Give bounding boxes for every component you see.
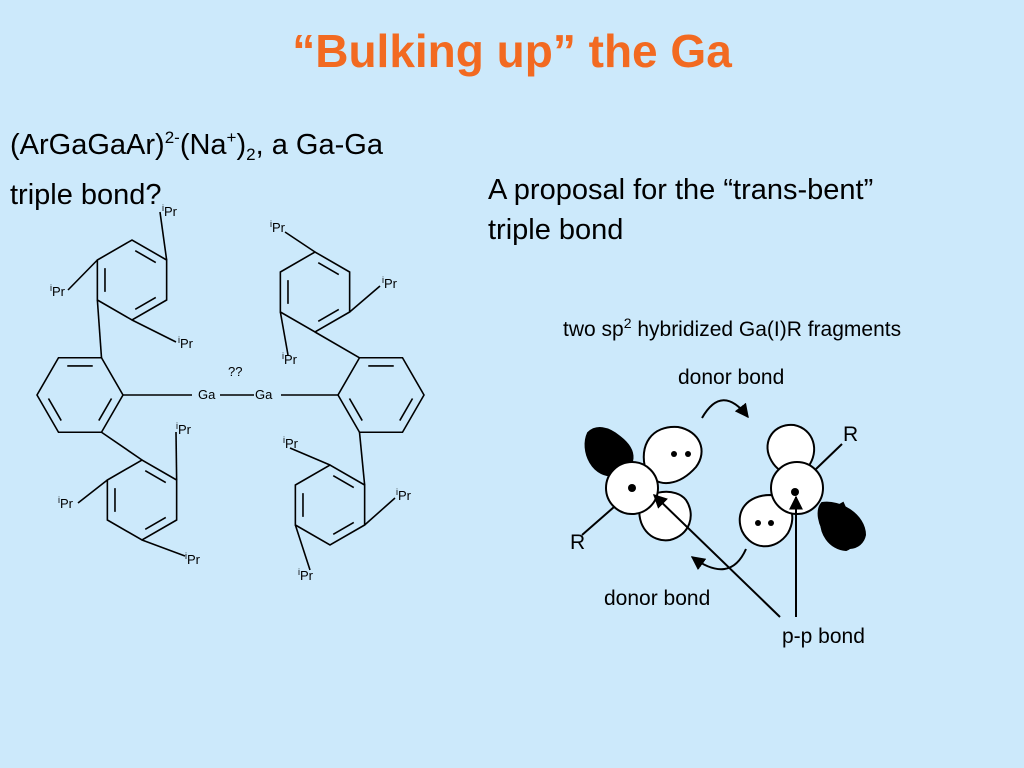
proposal-line-2: triple bond bbox=[488, 214, 624, 246]
left-lower-link bbox=[101, 431, 143, 461]
orbital-diagram: donor bond R R donor bond p-p bond bbox=[570, 366, 867, 648]
right-r-bond bbox=[815, 443, 843, 470]
left-upper-ortho2-ipr-bond bbox=[131, 319, 177, 343]
proposal-line-1: A proposal for the “trans-bent” bbox=[488, 174, 874, 206]
right-r-label: R bbox=[843, 423, 858, 446]
left-upper-ortho1-ipr-bond bbox=[67, 259, 98, 291]
ga-left-label: Ga bbox=[198, 387, 216, 402]
donor-bond-top-label: donor bond bbox=[678, 366, 784, 389]
left-upper-para-ipr: iPr bbox=[162, 203, 178, 219]
right-lower-para-ipr: iPr bbox=[298, 567, 314, 583]
donor-arrow-top bbox=[701, 399, 749, 419]
left-lower-para-ipr: iPr bbox=[185, 551, 201, 567]
right-upper-ortho1-ipr-bond bbox=[349, 285, 381, 313]
right-upper-para-ipr-bond bbox=[284, 231, 316, 253]
donor-arrow-bottom bbox=[690, 548, 747, 571]
left-lower-ortho2-ipr: iPr bbox=[58, 495, 74, 511]
left-upper-aryl-ring-double-bond bbox=[134, 296, 157, 311]
left-lower-aryl-ring bbox=[106, 459, 178, 541]
right-upper-para-ipr: iPr bbox=[270, 219, 286, 235]
right-upper-aryl-ring-double-bond bbox=[317, 261, 340, 276]
left-upper-aryl-ring-double-bond bbox=[134, 249, 157, 264]
formula-subscript: 2 bbox=[246, 145, 256, 164]
pp-arrow-left bbox=[652, 494, 781, 618]
formula-line-1: (ArGaGaAr)2-(Na+)2, a Ga-Ga bbox=[10, 118, 383, 175]
ga-right-label: Ga bbox=[255, 387, 273, 402]
formula-plus: + bbox=[226, 128, 237, 147]
right-lower-link bbox=[358, 432, 366, 486]
fragments-superscript: 2 bbox=[623, 315, 632, 331]
right-upper-link bbox=[314, 331, 360, 359]
left-ga-center-dot bbox=[628, 484, 636, 492]
left-lone-pair-dot-1 bbox=[671, 451, 677, 457]
right-upper-aryl-ring bbox=[279, 251, 351, 333]
left-r-label: R bbox=[570, 531, 585, 554]
right-lower-aryl-ring-double-bond bbox=[332, 474, 355, 489]
left-upper-link bbox=[96, 299, 103, 358]
left-upper-ortho2-ipr: iPr bbox=[178, 335, 194, 351]
right-ga-center-dot bbox=[791, 488, 799, 496]
molecule-bonds bbox=[36, 211, 425, 571]
right-lower-aryl-ring bbox=[294, 464, 366, 546]
fragments-caption: two sp2 hybridized Ga(I)R fragments bbox=[563, 315, 901, 342]
fragments-text-2: hybridized Ga(I)R fragments bbox=[631, 318, 902, 341]
left-lower-para-ipr-bond bbox=[141, 539, 186, 557]
donor-bond-bottom-label: donor bond bbox=[604, 587, 710, 610]
left-upper-aryl-ring bbox=[96, 239, 168, 321]
left-lower-ortho1-ipr: iPr bbox=[176, 421, 192, 437]
right-lower-ortho2-ipr: iPr bbox=[396, 487, 412, 503]
left-lower-ortho1-ipr-bond bbox=[175, 431, 178, 481]
left-central-ring-double-bond bbox=[98, 398, 113, 421]
left-r-bond bbox=[581, 506, 615, 536]
right-upper-ortho2-ipr: iPr bbox=[282, 351, 298, 367]
left-central-ring bbox=[36, 356, 124, 434]
left-lower-ortho2-ipr-bond bbox=[77, 479, 108, 504]
formula-text-4: , a Ga-Ga bbox=[255, 129, 383, 161]
proposal-heading: A proposal for the “trans-bent” triple b… bbox=[488, 170, 873, 250]
slide-title: “Bulking up” the Ga bbox=[292, 25, 732, 77]
right-central-ring-double-bond bbox=[348, 398, 363, 421]
left-lower-aryl-ring-double-bond bbox=[144, 469, 167, 484]
formula-charge: 2- bbox=[164, 128, 180, 147]
formula-text-3: ) bbox=[236, 129, 247, 161]
right-lower-ortho2-ipr-bond bbox=[364, 497, 396, 526]
right-central-ring-double-bond bbox=[399, 398, 414, 421]
right-lower-aryl-ring-double-bond bbox=[332, 521, 355, 536]
right-lone-pair-dot-2 bbox=[768, 520, 774, 526]
right-upper-ortho1-ipr: iPr bbox=[382, 275, 398, 291]
formula-line-2: triple bond? bbox=[10, 179, 162, 211]
fragments-text-1: two sp bbox=[563, 318, 624, 341]
molecule-labels: iPr iPr iPr iPr iPr iPr iPr iPr iPr iPr iPr iPr bbox=[50, 203, 412, 583]
right-central-ring bbox=[337, 356, 425, 434]
right-lower-ortho1-ipr-bond bbox=[289, 447, 331, 466]
formula-question: (ArGaGaAr)2-(Na+)2, a Ga-Ga triple bond? bbox=[10, 118, 383, 215]
left-upper-para-ipr-bond bbox=[159, 211, 168, 261]
left-lone-pair-dot-2 bbox=[685, 451, 691, 457]
left-central-ring-double-bond bbox=[47, 398, 62, 421]
left-upper-ortho1-ipr: iPr bbox=[50, 283, 66, 299]
formula-text-1: (ArGaGaAr) bbox=[10, 129, 165, 161]
left-lower-aryl-ring-double-bond bbox=[144, 516, 167, 531]
right-lower-para-ipr-bond bbox=[294, 524, 311, 571]
right-lone-pair-dot-1 bbox=[755, 520, 761, 526]
right-lower-ortho1-ipr: iPr bbox=[283, 435, 299, 451]
bond-question-label: ?? bbox=[228, 364, 242, 379]
right-upper-aryl-ring-double-bond bbox=[317, 308, 340, 323]
pp-bond-label: p-p bond bbox=[782, 625, 865, 648]
formula-text-2: (Na bbox=[179, 129, 227, 161]
right-filled-lobe bbox=[817, 501, 867, 549]
right-upper-ortho2-ipr-bond bbox=[279, 311, 289, 356]
